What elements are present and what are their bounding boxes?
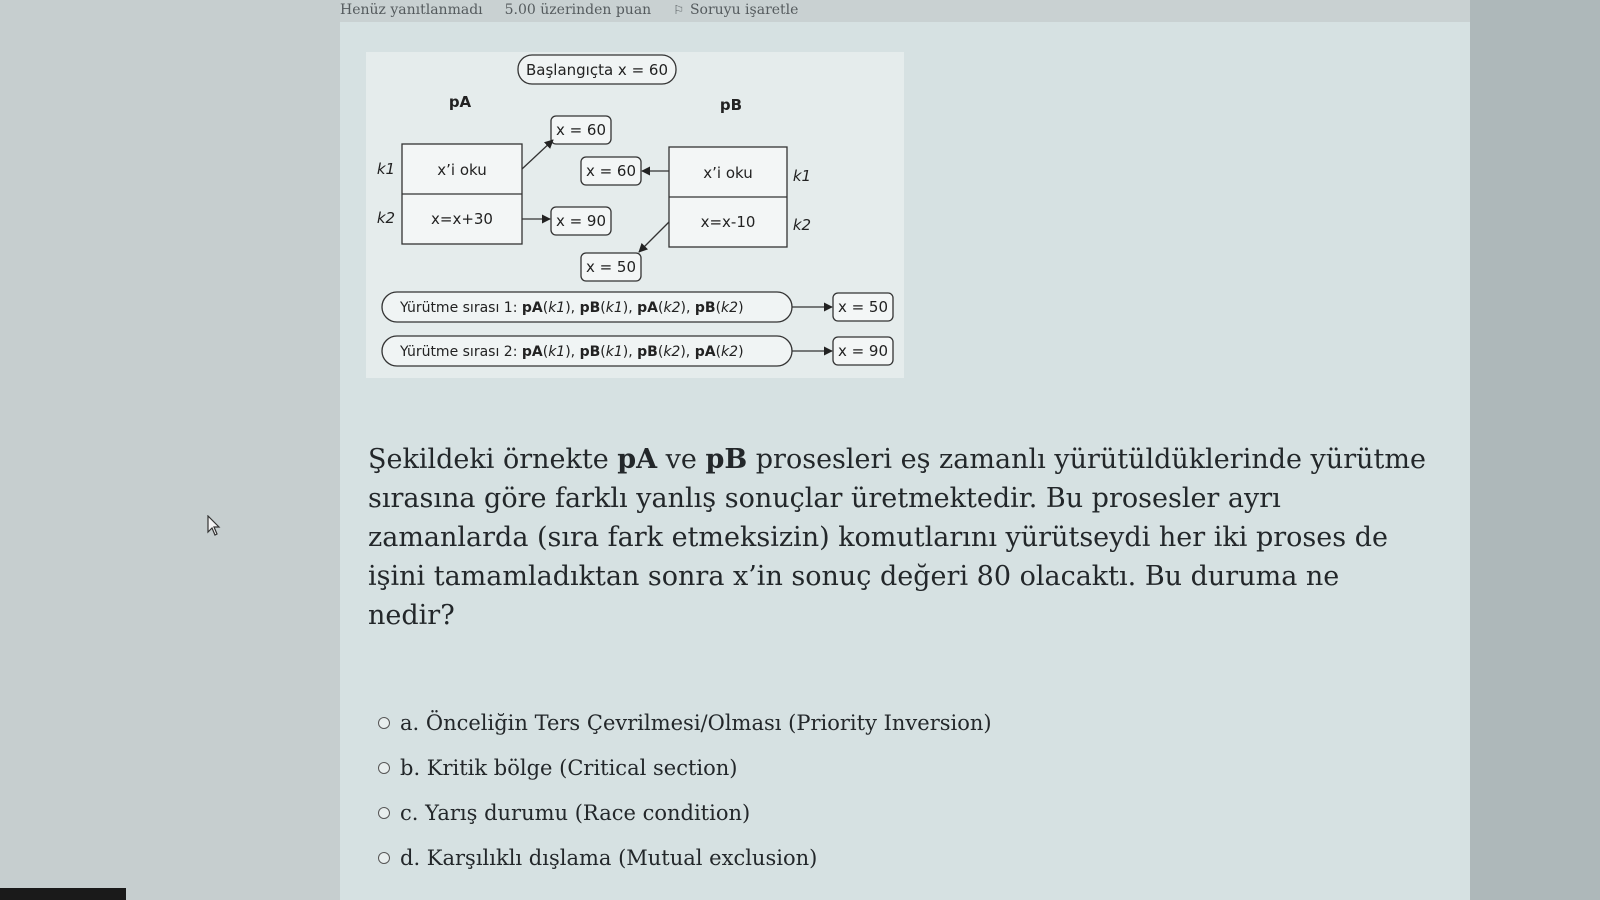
radio-button-a[interactable]: [378, 716, 390, 729]
initial-value-pill: [517, 54, 677, 85]
value-box-pa-write: [550, 206, 612, 236]
execution-order-2: Yürütme sırası 2: pA(k1), pB(k1), pB(k2)…: [399, 344, 744, 360]
value-box-pb-read: [580, 156, 642, 186]
question-bold-pb: pB: [705, 444, 748, 475]
result-box-1: [832, 292, 894, 322]
pa-label-k1: k1: [377, 160, 395, 178]
initial-value-text: Başlangıçta x = 60: [526, 61, 668, 79]
arrow-pb-write: [638, 221, 670, 253]
points-label: 5.00 üzerinden puan: [504, 2, 652, 18]
execution-order-1: Yürütme sırası 1: pA(k1), pB(k1), pA(k2)…: [399, 300, 744, 316]
pa-label-k2: k2: [377, 209, 395, 227]
answer-option-d-label: d. Karşılıklı dışlama (Mutual exclusion): [400, 845, 818, 870]
answer-options: a. Önceliğin Ters Çevrilmesi/Olması (Pri…: [378, 700, 1078, 880]
arrow-pa-read: [521, 139, 554, 170]
right-margin: [1470, 0, 1600, 900]
value-pa-write: x = 90: [556, 212, 606, 230]
value-box-pa-read: [550, 115, 612, 145]
pa-step-1: x’i oku: [437, 161, 487, 179]
process-a-title: pA: [449, 93, 472, 111]
pb-step-1: x’i oku: [703, 164, 753, 182]
result-order-1: x = 50: [838, 298, 888, 316]
answer-option-b-label: b. Kritik bölge (Critical section): [400, 755, 738, 780]
radio-button-c[interactable]: [378, 806, 390, 819]
pb-step-2: x=x-10: [701, 213, 756, 231]
value-box-pb-write: [580, 252, 642, 282]
question-bold-pa: pA: [617, 444, 658, 475]
answer-option-d[interactable]: d. Karşılıklı dışlama (Mutual exclusion): [378, 835, 1078, 880]
flag-question-label: Soruyu işaretle: [689, 2, 799, 18]
answer-option-b[interactable]: b. Kritik bölge (Critical section): [378, 745, 1078, 790]
flag-question-link[interactable]: ⚐ Soruyu işaretle: [673, 2, 798, 18]
answer-option-a-label: a. Önceliğin Ters Çevrilmesi/Olması (Pri…: [400, 710, 992, 735]
process-b-title: pB: [720, 96, 742, 114]
radio-button-b[interactable]: [378, 761, 390, 774]
result-box-2: [832, 336, 894, 366]
figure-svg: Başlangıçta x = 60 pA pB x’i oku x=x+30 …: [377, 54, 894, 367]
result-order-2: x = 90: [838, 342, 888, 360]
pb-label-k1: k1: [793, 167, 811, 185]
answer-option-a[interactable]: a. Önceliğin Ters Çevrilmesi/Olması (Pri…: [378, 700, 1078, 745]
radio-button-d[interactable]: [378, 851, 390, 864]
value-pb-read: x = 60: [586, 162, 636, 180]
timer-bar: [0, 888, 126, 900]
question-info-bar: Henüz yanıtlanmadı 5.00 üzerinden puan ⚐…: [340, 0, 1040, 20]
value-pa-read: x = 60: [556, 121, 606, 139]
answer-status: Henüz yanıtlanmadı: [340, 2, 483, 18]
mouse-cursor-icon: [207, 515, 221, 536]
pa-step-2: x=x+30: [431, 210, 493, 228]
pb-label-k2: k2: [793, 216, 811, 234]
left-margin: [0, 0, 340, 900]
answer-option-c-label: c. Yarış durumu (Race condition): [400, 800, 751, 825]
answer-option-c[interactable]: c. Yarış durumu (Race condition): [378, 790, 1078, 835]
race-condition-figure: Başlangıçta x = 60 pA pB x’i oku x=x+30 …: [366, 52, 904, 378]
flag-icon: ⚐: [673, 3, 684, 17]
value-pb-write: x = 50: [586, 258, 636, 276]
question-text: Şekildeki örnekte pA ve pB prosesleri eş…: [368, 444, 1426, 631]
